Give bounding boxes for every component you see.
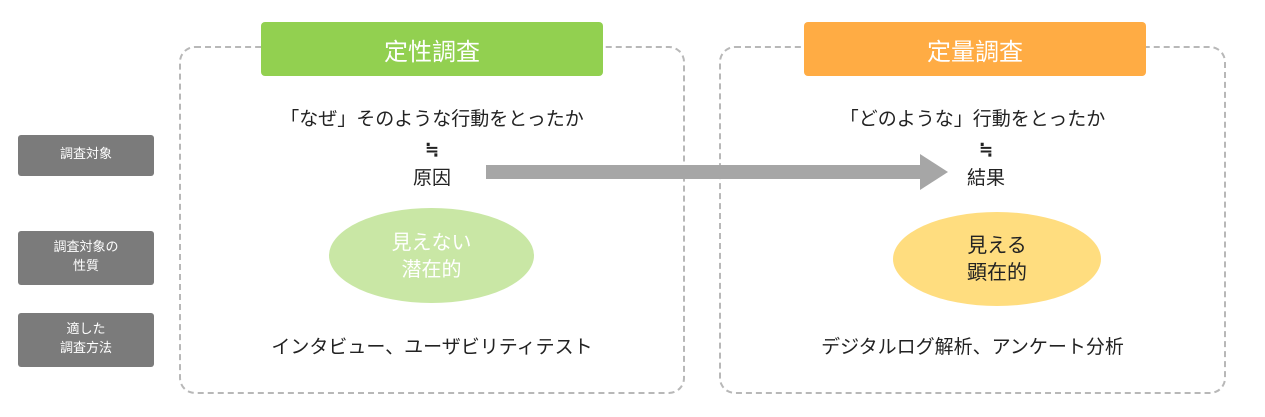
quantitative-nature-ellipse: 見える 顕在的 (893, 212, 1101, 306)
quantitative-approx-symbol: ≒ (978, 140, 994, 160)
qualitative-question: 「なぜ」そのような行動をとったか (280, 108, 584, 130)
row-label-target: 調査対象 (18, 135, 154, 176)
qualitative-method: インタビュー、ユーザビリティテスト (271, 336, 593, 358)
cause-to-result-arrow (486, 154, 948, 190)
qualitative-nature-ellipse: 見えない 潜在的 (329, 208, 534, 303)
qualitative-title: 定性調査 (261, 22, 603, 76)
qualitative-approx-symbol: ≒ (424, 140, 440, 160)
quantitative-method: デジタルログ解析、アンケート分析 (821, 336, 1124, 358)
row-label-nature: 調査対象の 性質 (18, 231, 154, 285)
qualitative-answer: 原因 (412, 167, 451, 189)
quantitative-answer: 結果 (966, 167, 1005, 189)
quantitative-question: 「どのような」行動をとったか (839, 108, 1106, 130)
row-label-method: 適した 調査方法 (18, 313, 154, 367)
quantitative-title: 定量調査 (804, 22, 1146, 76)
